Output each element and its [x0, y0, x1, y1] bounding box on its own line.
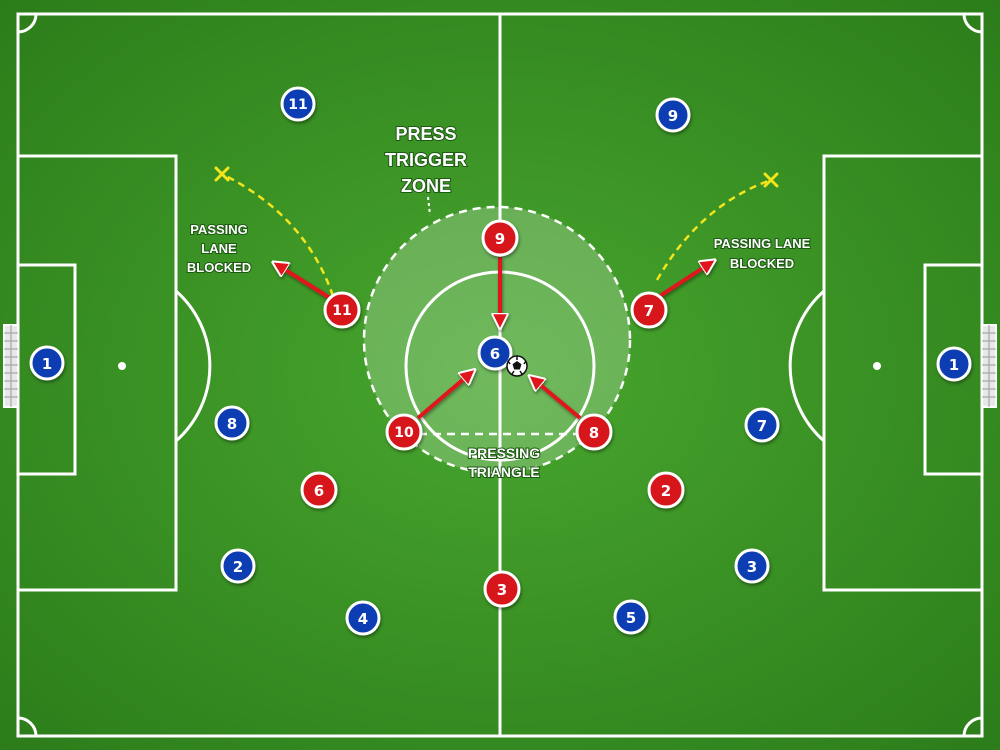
zone-label-line-1: PRESS: [395, 124, 456, 144]
press-trigger-zone-label: PRESS TRIGGER ZONE: [384, 123, 468, 197]
blue-player-gk-left[interactable]: 1: [29, 345, 65, 381]
red-player-10[interactable]: 10: [385, 413, 423, 451]
press-arrows: [276, 257, 712, 420]
soccer-ball-icon: [506, 355, 528, 377]
triangle-label-line-1: PRESSING: [468, 445, 540, 461]
corner-arc-top-left: [17, 13, 38, 34]
player-number: 3: [497, 581, 507, 599]
player-number: 9: [668, 107, 678, 125]
player-number: 11: [332, 303, 351, 319]
blue-team: 1 11 8 2 4 6 5 3: [29, 86, 972, 636]
zone-label-line-3: ZONE: [401, 176, 451, 196]
arrow-red8-to-blue6: [532, 378, 582, 420]
arrow-red10-to-blue6: [416, 372, 472, 420]
player-number: 4: [358, 610, 368, 628]
red-player-7[interactable]: 7: [630, 291, 668, 329]
right-lane-label-line-2: BLOCKED: [730, 256, 794, 271]
arrow-red11-blocking: [276, 264, 332, 300]
player-number: 2: [661, 482, 671, 500]
player-number: 8: [589, 424, 599, 442]
blue-player-3[interactable]: 3: [734, 548, 770, 584]
blue-player-5[interactable]: 5: [613, 599, 649, 635]
red-player-3[interactable]: 3: [483, 570, 521, 608]
blue-player-2[interactable]: 2: [220, 548, 256, 584]
player-number: 6: [314, 482, 324, 500]
zone-label-line-2: TRIGGER: [385, 150, 467, 170]
blue-player-8[interactable]: 8: [214, 405, 250, 441]
player-number: 2: [233, 558, 243, 576]
left-blocked-x-mark-icon: [214, 166, 230, 182]
red-team: 9 11 7 10 8 6 2 3: [300, 219, 685, 608]
player-number: 1: [42, 355, 52, 373]
blue-player-7[interactable]: 7: [744, 407, 780, 443]
right-blocked-x-mark-icon: [763, 172, 779, 188]
left-penalty-arc: [175, 289, 212, 443]
red-player-9[interactable]: 9: [481, 219, 519, 257]
player-number: 8: [227, 415, 237, 433]
player-number: 7: [757, 417, 767, 435]
red-player-8[interactable]: 8: [575, 413, 613, 451]
player-number: 10: [394, 425, 414, 441]
right-lane-label-line-1: PASSING LANE: [714, 236, 811, 251]
corner-arc-bottom-left: [17, 716, 38, 737]
left-lane-label-line-1: PASSING: [190, 222, 248, 237]
arrow-red7-blocking: [658, 262, 712, 298]
blue-player-6[interactable]: 6: [477, 335, 513, 371]
blue-player-gk-right[interactable]: 1: [936, 346, 972, 382]
left-blocked-lane: [221, 172, 335, 297]
pressing-triangle-label: PRESSING TRIANGLE: [467, 444, 541, 481]
player-number: 7: [644, 302, 654, 320]
left-lane-label-line-2: LANE: [201, 241, 237, 256]
left-goal-net: [3, 324, 19, 408]
red-player-6[interactable]: 6: [300, 471, 338, 509]
player-number: 11: [288, 97, 307, 113]
left-passing-lane-label: PASSING LANE BLOCKED: [186, 221, 252, 276]
red-player-2[interactable]: 2: [647, 471, 685, 509]
right-blocked-lane: [655, 178, 772, 281]
blue-player-9[interactable]: 9: [655, 97, 691, 133]
player-number: 3: [747, 558, 757, 576]
red-player-11[interactable]: 11: [323, 291, 361, 329]
right-penalty-spot: [873, 362, 881, 370]
player-number: 1: [949, 356, 959, 374]
player-number: 9: [495, 230, 505, 248]
triangle-label-line-2: TRIANGLE: [468, 464, 540, 480]
left-penalty-spot: [118, 362, 126, 370]
blue-player-4[interactable]: 4: [345, 600, 381, 636]
corner-arc-bottom-right: [962, 716, 983, 737]
player-number: 6: [490, 345, 500, 363]
player-number: 5: [626, 609, 636, 627]
corner-arc-top-right: [962, 13, 983, 34]
left-lane-label-line-3: BLOCKED: [187, 260, 251, 275]
right-goal-net: [981, 324, 997, 408]
right-penalty-arc: [788, 289, 825, 443]
blue-player-11[interactable]: 11: [280, 86, 316, 122]
right-passing-lane-label: PASSING LANE BLOCKED: [713, 235, 812, 272]
